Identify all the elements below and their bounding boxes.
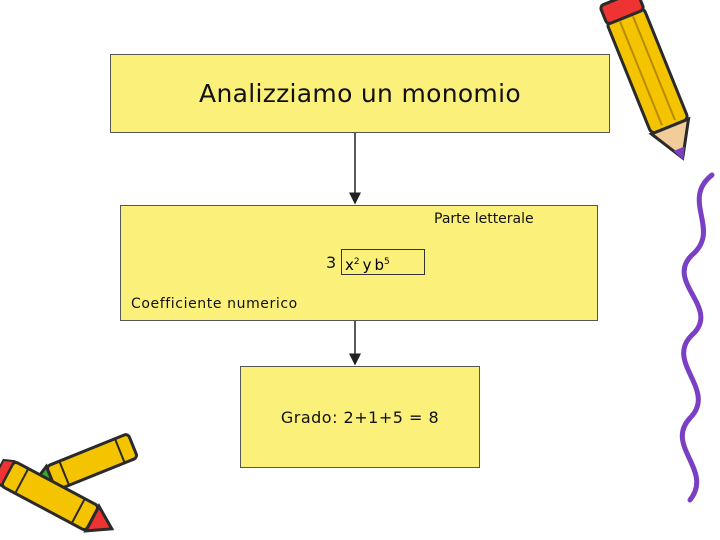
coefficient-value: 3 bbox=[326, 253, 337, 272]
exponent-x: 2 bbox=[353, 257, 360, 267]
grade-text: Grado: 2+1+5 = 8 bbox=[280, 407, 440, 427]
variable-y: y bbox=[362, 256, 372, 274]
title-box: Analizziamo un monomio bbox=[110, 54, 610, 133]
diagram-title: Analizziamo un monomio bbox=[199, 79, 521, 108]
grade-box: Grado: 2+1+5 = 8 bbox=[240, 366, 480, 468]
literal-part-label: Parte letterale bbox=[434, 211, 534, 227]
exponent-b: 5 bbox=[384, 257, 390, 267]
variable-x: x bbox=[345, 256, 354, 274]
coefficient-label: Coefficiente numerico bbox=[131, 296, 298, 312]
monomial-box bbox=[120, 205, 598, 321]
variable-b: b bbox=[374, 256, 385, 274]
